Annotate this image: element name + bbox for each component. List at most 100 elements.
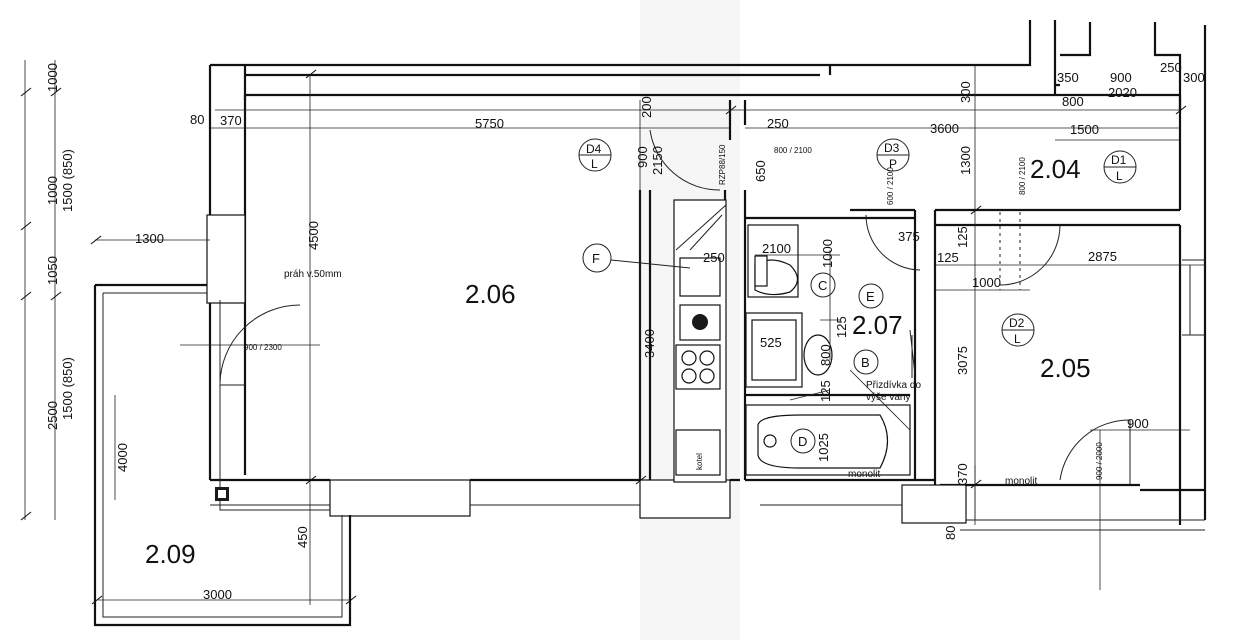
dim-3075: 3075 (955, 346, 970, 375)
dim-2100: 2100 (762, 241, 791, 256)
fixture-tag-d (790, 428, 816, 454)
sink (679, 257, 721, 297)
windows (206, 214, 967, 524)
washbasin (803, 334, 833, 376)
dim-4500: 4500 (306, 221, 321, 250)
boiler (675, 429, 721, 476)
dim-900-top: 900 (1110, 70, 1132, 85)
door-size-d1: 800 / 2100 (1018, 157, 1027, 195)
dim-2875: 2875 (1088, 249, 1117, 264)
dim-125-vertical: 125 (955, 226, 970, 248)
fixture-tag-c-text: C (818, 278, 827, 293)
dim-1050: 1050 (45, 256, 60, 285)
dim-1000-bath: 1000 (820, 239, 835, 268)
fixture-tag-f-text: F (592, 251, 600, 266)
dim-1025: 1025 (816, 433, 831, 462)
dim-370-bottom: 370 (955, 463, 970, 485)
dimension-lines (20, 60, 1205, 605)
dim-450: 450 (295, 526, 310, 548)
dim-375: 375 (898, 229, 920, 244)
dim-1000-top: 1000 (45, 63, 60, 92)
dim-2500: 2500 (45, 401, 60, 430)
walls (208, 20, 1207, 531)
dim-525: 525 (760, 335, 782, 350)
door-size-corridor: 800 / 2100 (774, 146, 812, 155)
dim-1500-850-bottom: 1500 (850) (60, 357, 75, 420)
dim-250-kitchen: 250 (703, 250, 725, 265)
dim-200: 200 (639, 96, 654, 118)
kitchen-counter (673, 199, 727, 483)
room-204-label: 2.04 (1030, 154, 1081, 184)
dim-4000: 4000 (115, 443, 130, 472)
closet-right (1182, 259, 1205, 336)
room-206-label: 2.06 (465, 279, 516, 309)
dim-900-door205: 900 (1127, 416, 1149, 431)
dim-125-basin: 125 (834, 316, 849, 338)
window-kitchen (639, 479, 731, 519)
dim-300-vertical: 300 (958, 81, 973, 103)
dim-1000-room205: 1000 (972, 275, 1001, 290)
dim-900-kitchen: 900 (635, 146, 650, 168)
dim-800-top: 800 (1062, 94, 1084, 109)
dim-650: 650 (753, 160, 768, 182)
dim-2150: 2150 (650, 146, 665, 175)
window-209 (206, 214, 246, 304)
note-kotel: kotel (695, 453, 704, 470)
door-tag-d3-code: D3 (884, 141, 900, 155)
window-206 (329, 479, 471, 517)
note-prizdivka-1: Přizdívka do (866, 380, 921, 391)
door-tag-d1-side: L (1116, 169, 1123, 183)
note-threshold: práh v.50mm (284, 269, 342, 280)
fixture-tag-e (858, 283, 884, 309)
fixture-tag-b-text: B (861, 355, 870, 370)
bathtub (757, 414, 889, 469)
bathroom-fixtures (745, 224, 911, 476)
fixture-tag-d-text: D (798, 434, 807, 449)
fixture-tag-f (582, 243, 612, 273)
dim-3400: 3400 (642, 329, 657, 358)
door-tag-d2-side: L (1014, 332, 1021, 346)
dim-80-bottom: 80 (943, 526, 958, 540)
door-size-d3: 600 / 2100 (886, 167, 895, 205)
dim-1300-corridor: 1300 (958, 146, 973, 175)
room-205-label: 2.05 (1040, 353, 1091, 383)
note-monolit-205: monolit (1005, 476, 1037, 487)
dim-350: 350 (1057, 70, 1079, 85)
dim-80-top: 80 (190, 112, 204, 127)
door-size-205: 900 / 2000 (1095, 442, 1104, 480)
door-tag-d3-side: P (889, 157, 897, 171)
fixture-tag-b (853, 349, 879, 375)
balcony-209 (93, 283, 352, 627)
door-tag-d4-side: L (591, 157, 598, 171)
dim-5750: 5750 (475, 116, 504, 131)
dim-370-top: 370 (220, 113, 242, 128)
dim-1500-850-top: 1500 (850) (60, 149, 75, 212)
hob (675, 344, 721, 390)
door-tag-d2-code: D2 (1009, 316, 1025, 330)
door-size-balcony: 900 / 2300 (244, 343, 282, 352)
room-209-label: 2.09 (145, 539, 196, 569)
dim-125-horizontal: 125 (937, 250, 959, 265)
dim-250-corridor: 250 (767, 116, 789, 131)
tag-circles (578, 138, 1137, 454)
note-prizdivka-2: výše vany (866, 392, 910, 403)
note-monolit-bath: monolit (848, 469, 880, 480)
fixture-tag-c (810, 272, 836, 298)
dim-125-tub: 125 (818, 380, 833, 402)
dim-3000: 3000 (203, 587, 232, 602)
window-207 (901, 484, 967, 524)
room-207-label: 2.07 (852, 310, 903, 340)
note-rzp: RZP88/150 (718, 144, 727, 185)
dim-3600: 3600 (930, 121, 959, 136)
dim-300-top-right: 300 (1183, 70, 1205, 85)
dim-800-basin: 800 (818, 344, 833, 366)
dim-1300-balcony: 1300 (135, 231, 164, 246)
dim-1500: 1500 (1070, 122, 1099, 137)
door-swings (219, 129, 1131, 485)
door-tag-d4-code: D4 (586, 142, 602, 156)
fixture-tag-e-text: E (866, 289, 875, 304)
dim-2020: 2020 (1108, 85, 1137, 100)
dim-1000-mid: 1000 (45, 176, 60, 205)
dim-250-top-right: 250 (1160, 60, 1182, 75)
